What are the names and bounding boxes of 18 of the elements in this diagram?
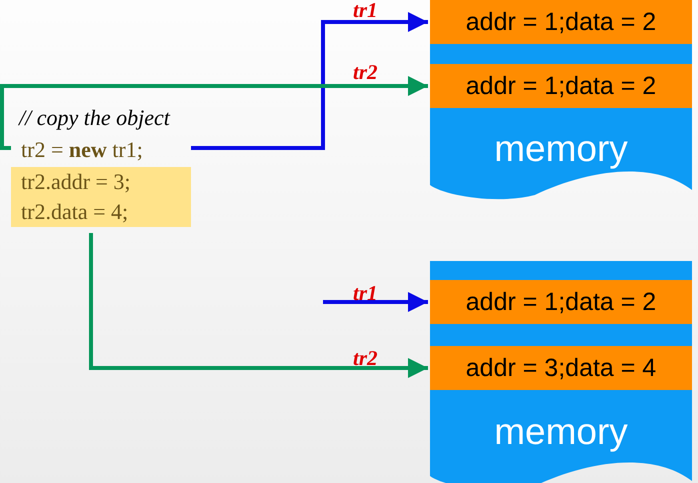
edge-label: tr2 bbox=[353, 346, 378, 371]
edge-label: tr2 bbox=[353, 60, 378, 85]
memory-block bbox=[430, 0, 692, 200]
arrow bbox=[0, 76, 428, 150]
edge-label: tr1 bbox=[353, 0, 378, 23]
memory-label: memory bbox=[493, 128, 629, 170]
memory-row: addr = 1;data = 2 bbox=[430, 280, 692, 324]
arrow bbox=[89, 233, 428, 378]
code-line: tr2 = new tr1; bbox=[20, 136, 144, 164]
arrow bbox=[323, 292, 428, 312]
edge-label: tr1 bbox=[353, 281, 378, 306]
memory-row: addr = 3;data = 4 bbox=[430, 346, 692, 390]
memory-row: addr = 1;data = 2 bbox=[430, 0, 692, 44]
memory-row: addr = 1;data = 2 bbox=[430, 64, 692, 108]
memory-label: memory bbox=[493, 411, 629, 453]
code-comment: // copy the object bbox=[19, 105, 170, 131]
arrow bbox=[191, 12, 428, 150]
memory-block bbox=[430, 261, 692, 483]
